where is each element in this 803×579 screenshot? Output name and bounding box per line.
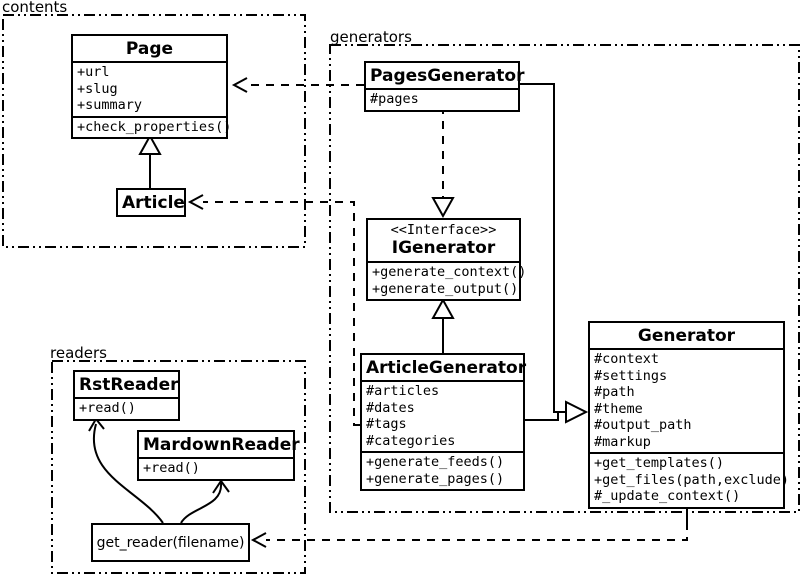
class-igenerator: <<Interface>> IGenerator +generate_conte… <box>366 218 527 301</box>
dependency-pagesgenerator-to-page-arrowhead-icon <box>231 77 248 93</box>
class-mardownreader-methods: +read() <box>139 457 293 479</box>
class-pagesgenerator-attributes: #pages <box>366 88 518 110</box>
method: +generate_output() <box>372 280 519 297</box>
arrow-getreader-to-rstreader-line <box>92 423 164 524</box>
class-igenerator-stereotype: <<Interface>> <box>390 222 497 238</box>
class-generator-methods: +get_templates() +get_files(path,exclude… <box>590 452 790 507</box>
class-page-methods: +check_properties() <box>73 115 232 138</box>
inheritance-to-generator-triangle-icon <box>565 400 589 424</box>
inheritance-pagesgenerator-to-generator-line <box>520 83 566 413</box>
class-articlegenerator: ArticleGenerator #articles #dates #tags … <box>360 353 527 491</box>
class-igenerator-methods: +generate_context() +generate_output() <box>368 261 527 299</box>
attribute: #pages <box>370 91 419 107</box>
attribute: #articles <box>366 383 440 399</box>
dependency-articlegenerator-to-article-line <box>203 201 360 426</box>
attribute: #settings <box>594 367 668 384</box>
class-mardownreader-name: MardownReader <box>143 435 300 455</box>
attribute: #theme <box>594 400 643 417</box>
inheritance-article-to-page-triangle-icon <box>138 133 162 155</box>
class-mardownreader: MardownReader +read() <box>137 430 300 481</box>
method: +generate_context() <box>372 264 527 280</box>
arrow-getreader-to-mardownreader-arrowhead-icon <box>212 479 230 494</box>
class-pagesgenerator-name: PagesGenerator <box>370 66 525 86</box>
class-generator-name: Generator <box>637 326 736 346</box>
attribute: #context <box>594 351 660 367</box>
attribute: #categories <box>366 432 456 449</box>
method: +generate_feeds() <box>366 454 505 470</box>
class-rstreader-methods: +read() <box>75 397 178 419</box>
package-generators-border <box>329 44 800 513</box>
attribute: #path <box>594 384 635 400</box>
node-get-reader-label: get_reader(filename) <box>96 534 245 551</box>
method: +generate_pages() <box>366 470 505 487</box>
node-get-reader: get_reader(filename) <box>91 523 250 562</box>
method: +get_files(path,exclude) <box>594 471 790 488</box>
class-generator-attributes: #context #settings #path #theme #output_… <box>590 348 783 452</box>
class-generator: Generator #context #settings #path #them… <box>588 321 790 509</box>
attribute: +slug <box>77 80 118 97</box>
attribute: #tags <box>366 416 407 432</box>
class-page-attributes: +url +slug +summary <box>73 61 226 116</box>
attribute: #markup <box>594 433 651 450</box>
method: +check_properties() <box>77 118 232 135</box>
class-rstreader-name: RstReader <box>79 375 179 395</box>
method: +get_templates() <box>594 455 725 471</box>
class-article-name: Article <box>122 193 185 213</box>
dependency-generator-to-getreader-arrowhead-icon <box>250 532 267 548</box>
method: +read() <box>143 460 200 476</box>
inheritance-articlegenerator-to-igenerator-triangle-icon <box>431 297 455 319</box>
package-contents-label: contents <box>2 0 68 16</box>
method: #_update_context() <box>594 488 741 504</box>
package-contents-border <box>2 14 306 248</box>
class-pagesgenerator: PagesGenerator #pages <box>364 61 525 112</box>
class-articlegenerator-name: ArticleGenerator <box>366 358 527 378</box>
dependency-generator-to-getreader-line <box>266 522 688 541</box>
class-page: Page +url +slug +summary +check_properti… <box>71 34 232 139</box>
class-articlegenerator-attributes: #articles #dates #tags #categories <box>362 380 523 451</box>
class-article: Article <box>116 188 186 217</box>
class-articlegenerator-methods: +generate_feeds() +generate_pages() <box>362 451 523 489</box>
arrow-getreader-to-mardownreader-line <box>180 482 223 524</box>
attribute: #dates <box>366 399 415 416</box>
inheritance-articlegenerator-to-generator-line <box>525 411 566 421</box>
package-readers-label: readers <box>50 344 107 362</box>
attribute: +summary <box>77 97 143 113</box>
attribute: #output_path <box>594 417 692 433</box>
attribute: +url <box>77 64 110 80</box>
class-igenerator-name: IGenerator <box>391 238 496 258</box>
package-readers-border <box>51 360 306 574</box>
class-rstreader: RstReader +read() <box>73 370 180 421</box>
class-page-name: Page <box>125 39 174 59</box>
method: +read() <box>79 400 136 416</box>
realization-pagesgenerator-to-igenerator-triangle-icon <box>431 197 455 219</box>
dependency-articlegenerator-to-article-arrowhead-icon <box>187 194 204 210</box>
package-generators-label: generators <box>330 28 412 46</box>
